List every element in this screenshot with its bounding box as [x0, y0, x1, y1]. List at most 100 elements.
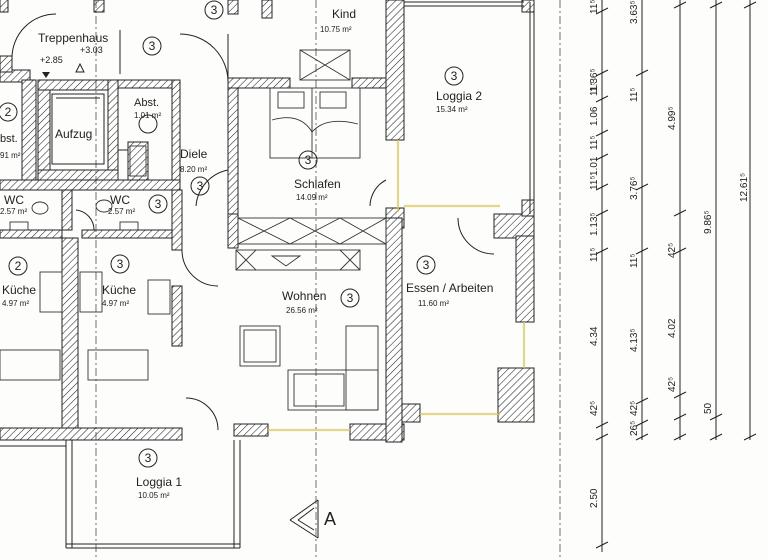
- wall: [171, 285, 183, 347]
- door-swing: [457, 217, 495, 255]
- wall: [233, 423, 269, 437]
- wall: [385, 0, 405, 141]
- wall: [0, 55, 13, 73]
- dim-text: 1.06: [589, 106, 600, 126]
- living-furniture: [239, 325, 379, 411]
- dim-text: 4.99⁵: [667, 106, 678, 130]
- door-swing: [195, 169, 229, 207]
- dim-text: 1.13⁵: [589, 212, 600, 236]
- dim-text: 4.34: [589, 326, 600, 346]
- room-label-kueche-left: Küche: [2, 283, 37, 297]
- section-marker: [289, 499, 319, 539]
- axis-lines: [95, 0, 561, 560]
- wall: [0, 69, 31, 83]
- wall: [515, 235, 535, 323]
- dim-text: 11⁵: [589, 135, 600, 150]
- wall: [21, 79, 37, 181]
- dim-text: 11⁵: [589, 247, 600, 262]
- wall: [93, 0, 105, 13]
- room-badge-kueche-left: 2: [14, 259, 22, 273]
- room-label-abst: Abst.: [134, 97, 160, 109]
- dim-text: 42⁵: [589, 400, 600, 416]
- dim-text: 3.76⁵: [629, 176, 640, 200]
- room-label-wohnen: Wohnen: [282, 289, 327, 303]
- dim-text: 26⁵: [629, 420, 640, 436]
- room-area-wohnen: 26.56 m²: [286, 306, 318, 315]
- door-swing: [11, 13, 57, 59]
- room-label-diele: Diele: [180, 147, 208, 161]
- wall: [81, 229, 179, 239]
- dim-text: 12.61⁵: [739, 172, 750, 202]
- room-label-treppenhaus: Treppenhaus: [38, 31, 109, 45]
- dim-text: 4.02: [667, 318, 678, 338]
- wall: [401, 403, 421, 423]
- wall: [497, 367, 535, 423]
- wall: [0, 229, 63, 239]
- dim-text: 3.63⁵: [629, 0, 640, 24]
- wall: [227, 77, 239, 219]
- door-swing: [185, 397, 219, 431]
- doors: [11, 13, 495, 431]
- wall: [117, 79, 181, 89]
- wall: [37, 79, 51, 181]
- room-area-essen: 11.60 m²: [418, 299, 449, 308]
- room-badge-schlafen: 3: [304, 153, 312, 167]
- room-area-diele: 8.20 m²: [180, 165, 208, 174]
- door-swing: [181, 249, 219, 287]
- room-badge-kind: 3: [210, 3, 218, 17]
- dim-text: 50: [703, 402, 714, 414]
- room-label-schlafen: Schlafen: [294, 177, 341, 191]
- room-label-abst-left: bst.: [0, 133, 18, 145]
- wall: [385, 217, 403, 443]
- room-badge-wohnen: 3: [346, 291, 354, 305]
- level-mark-up: +3.03: [80, 45, 103, 55]
- wall: [171, 79, 181, 183]
- room-area-loggia1: 10.05 m²: [138, 491, 170, 500]
- room-area-kind: 10.75 m²: [320, 25, 352, 34]
- room-badge-loggia1: 3: [144, 451, 152, 465]
- room-label-loggia1: Loggia 1: [136, 475, 183, 489]
- bedroom-furniture: [235, 49, 387, 271]
- room-labels: [0, 0, 464, 468]
- room-area-wc-left: 2.57 m²: [0, 207, 28, 216]
- dim-text: 42⁵: [667, 376, 678, 392]
- wall: [493, 213, 535, 239]
- fixtures: [0, 145, 171, 381]
- wall: [0, 0, 9, 13]
- wall: [227, 0, 239, 15]
- room-area-abst-left: 91 m²: [0, 151, 21, 160]
- door-swing: [179, 33, 229, 83]
- dim-text: 11⁵: [629, 253, 640, 268]
- room-label-wc-right: WC: [110, 193, 130, 207]
- wall: [261, 0, 273, 19]
- dim-text: 42⁵: [667, 242, 678, 258]
- door-swing: [369, 179, 387, 207]
- room-badge-abst-left: 2: [4, 105, 12, 119]
- room-badge-kueche-right: 3: [116, 257, 124, 271]
- dim-text: 9.86⁵: [703, 210, 714, 234]
- wall: [107, 79, 119, 181]
- wall: [227, 213, 239, 249]
- dim-text: 2.50: [589, 488, 600, 508]
- wall: [61, 237, 79, 441]
- wall: [0, 427, 183, 441]
- loggia-outlines: [0, 1, 535, 549]
- door-swing: [75, 209, 95, 231]
- room-badge-loggia2: 3: [450, 69, 458, 83]
- dim-text: 11⁵: [589, 0, 600, 14]
- wall: [521, 199, 535, 217]
- wall: [61, 189, 73, 231]
- level-mark-down: +2.85: [40, 55, 63, 65]
- wall: [37, 79, 119, 91]
- room-area-kueche-right: 4.97 m²: [102, 299, 130, 308]
- dim-text: 11⁵: [589, 175, 600, 190]
- dim-text: 4.13⁵: [629, 328, 640, 352]
- dimension-chains: [595, 0, 757, 552]
- room-badge-wc-right: 3: [154, 197, 162, 211]
- room-label-loggia2: Loggia 2: [436, 89, 483, 103]
- walls: [0, 0, 535, 443]
- room-area-schlafen: 14.09 m²: [296, 193, 328, 202]
- room-label-wc-left: WC: [4, 193, 24, 207]
